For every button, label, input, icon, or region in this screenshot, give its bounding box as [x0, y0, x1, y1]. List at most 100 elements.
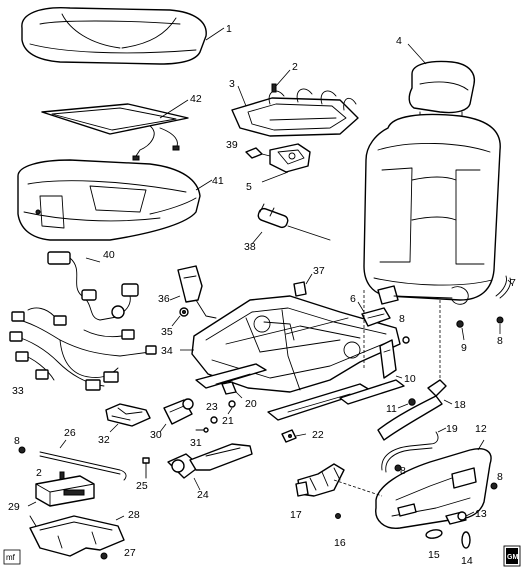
callout-5: 5 — [246, 181, 252, 193]
callout-21: 21 — [222, 415, 234, 427]
screw-2-top — [271, 83, 277, 93]
callout-25: 25 — [136, 480, 148, 492]
callout-16: 16 — [334, 537, 346, 549]
seat-heater-mat — [41, 103, 189, 161]
callout-32: 32 — [98, 434, 110, 446]
callout-20: 20 — [245, 398, 257, 410]
bolt-9 — [456, 320, 464, 328]
wire-harness-cushion — [47, 251, 139, 321]
latch-6 — [361, 307, 391, 327]
callout-13: 13 — [475, 508, 487, 520]
mf-badge-text: mf — [6, 553, 16, 562]
release-rod-19 — [381, 431, 439, 473]
seat-suspension-mat — [231, 88, 359, 137]
callout-30: 30 — [150, 429, 162, 441]
callout-27: 27 — [124, 547, 136, 559]
callout-35: 35 — [161, 326, 173, 338]
callout-19: 19 — [446, 423, 458, 435]
cap-14 — [461, 531, 471, 549]
bolt-11 — [408, 398, 416, 406]
seat-cushion-cover — [21, 6, 207, 65]
callout-37: 37 — [313, 265, 325, 277]
clip-37 — [293, 281, 307, 297]
callout-36: 36 — [158, 293, 170, 305]
callout-33: 33 — [12, 385, 24, 397]
callout-10: 10 — [404, 373, 416, 385]
callout-28: 28 — [128, 509, 140, 521]
callout-39: 39 — [226, 139, 238, 151]
lumbar-module — [269, 143, 311, 173]
bolt-8-panel — [490, 482, 498, 490]
control-module-29 — [35, 475, 95, 507]
callout-22: 22 — [312, 429, 324, 441]
callout-labels: 1234567889101112131415161718192021222324… — [8, 23, 516, 567]
seatback-assembly — [363, 60, 501, 301]
callout-42: 42 — [190, 93, 202, 105]
gm-logo: GM — [503, 545, 521, 567]
seat-frame-assembly — [191, 295, 405, 421]
seat-adjuster-cover — [105, 403, 151, 427]
bolt-35 — [179, 307, 189, 317]
bolt-8-rod — [394, 464, 402, 472]
washer-21 — [228, 400, 236, 408]
outer-side-panel-12 — [375, 448, 492, 529]
bolt-8-right — [496, 316, 504, 324]
callout-1: 1 — [226, 23, 232, 35]
callout-12: 12 — [475, 423, 487, 435]
callout-14: 14 — [461, 555, 473, 567]
callout-2a: 2 — [292, 61, 298, 73]
seat-switch-17 — [295, 463, 345, 497]
fastener-22 — [281, 429, 297, 443]
callout-4: 4 — [396, 35, 402, 47]
module-bracket-28 — [29, 515, 125, 557]
wiring-harness-main — [9, 307, 157, 391]
bolt-8-mid — [402, 336, 410, 344]
bolt-27 — [100, 552, 108, 560]
callout-8a: 8 — [399, 313, 405, 325]
recliner-cable — [495, 275, 511, 299]
callout-8d: 8 — [14, 435, 20, 447]
callout-26: 26 — [64, 427, 76, 439]
callout-8b: 8 — [497, 335, 503, 347]
callout-31: 31 — [190, 437, 202, 449]
callout-7: 7 — [510, 277, 516, 289]
seat-cushion-pad — [17, 159, 201, 241]
mf-badge: mf — [3, 549, 21, 565]
callout-34: 34 — [161, 345, 173, 357]
callout-40: 40 — [103, 249, 115, 261]
callout-8e: 8 — [497, 471, 503, 483]
clip-16 — [335, 513, 341, 519]
callout-17: 17 — [290, 509, 302, 521]
seat-belt-buckle — [177, 265, 217, 319]
gm-logo-text: GM — [507, 554, 518, 561]
bolt-31 — [195, 427, 209, 433]
callout-41: 41 — [212, 175, 224, 187]
recliner-mechanism — [377, 285, 469, 305]
screw-25 — [142, 457, 150, 479]
callout-38: 38 — [244, 241, 256, 253]
callout-2b: 2 — [36, 467, 42, 479]
side-bracket-10 — [379, 339, 397, 379]
callout-18: 18 — [454, 399, 466, 411]
callout-8c: 8 — [400, 465, 406, 477]
knob-13 — [445, 511, 467, 525]
callout-6: 6 — [350, 293, 356, 305]
seat-motor-30 — [163, 398, 194, 425]
callout-15: 15 — [428, 549, 440, 561]
callout-11: 11 — [386, 403, 397, 415]
callout-3: 3 — [229, 78, 235, 90]
callout-23: 23 — [206, 401, 218, 413]
outer-trim-18 — [377, 379, 447, 441]
callout-9: 9 — [461, 342, 467, 354]
switch-knob-15 — [425, 529, 443, 539]
bolt-23 — [210, 416, 218, 424]
callout-24: 24 — [197, 489, 209, 501]
callout-29: 29 — [8, 501, 20, 513]
lumbar-actuator — [257, 203, 331, 241]
rod-26 — [39, 451, 127, 481]
clip-39 — [245, 147, 263, 159]
bolt-8-left — [18, 446, 26, 454]
adjuster-motor-24 — [167, 443, 253, 479]
